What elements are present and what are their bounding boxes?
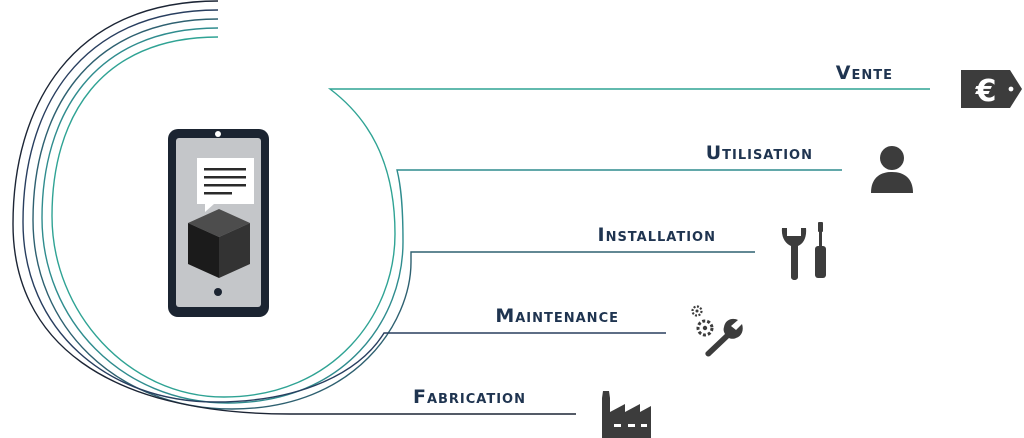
document-icon <box>197 158 254 212</box>
home-button-icon <box>214 288 222 296</box>
arc-fabrication <box>12 0 576 415</box>
euro-tag-icon: € <box>961 70 1022 109</box>
stage-icons: € <box>602 70 1022 438</box>
stage-label-fabrication: Fabrication <box>413 386 526 408</box>
stage-label-installation: Installation <box>598 224 717 246</box>
user-icon <box>871 146 913 193</box>
factory-icon <box>602 391 651 438</box>
stage-label-utilisation: Utilisation <box>706 142 813 164</box>
arc-maintenance <box>22 9 666 403</box>
arc-vente <box>51 36 930 398</box>
stage-labels: Vente Utilisation Installation Maintenan… <box>413 62 893 408</box>
cube-icon <box>188 209 250 278</box>
stage-label-maintenance: Maintenance <box>495 305 619 327</box>
gear-wrench-icon <box>691 305 743 357</box>
camera-icon <box>215 131 221 137</box>
arc-installation <box>32 18 755 410</box>
stage-label-vente: Vente <box>836 62 893 84</box>
tools-icon <box>781 222 826 280</box>
svg-text:€: € <box>975 74 997 109</box>
arc-utilisation <box>41 27 842 404</box>
lifecycle-arcs <box>12 0 930 415</box>
smartphone-illustration <box>168 129 269 317</box>
